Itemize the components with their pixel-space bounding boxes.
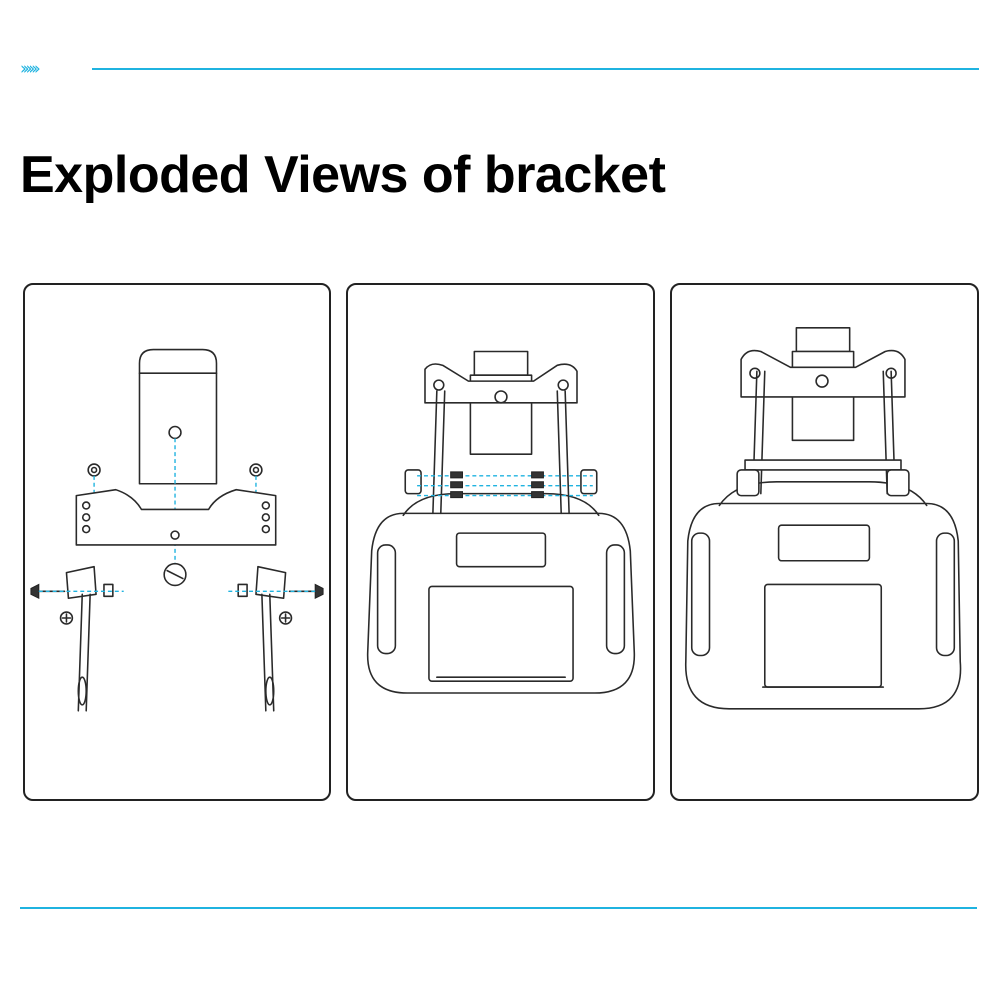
bracket-plate <box>740 349 906 398</box>
exploded-parts-illustration <box>30 348 324 712</box>
left-arm <box>432 390 446 515</box>
right-arm <box>261 593 275 712</box>
panel-full-assembly <box>670 283 979 801</box>
header-rule <box>92 68 979 70</box>
right-hinge <box>255 565 287 600</box>
nut-right <box>249 463 263 477</box>
full-assembly-illustration <box>685 327 962 710</box>
nut-left <box>87 463 101 477</box>
battery-cover <box>428 585 574 682</box>
page-title: Exploded Views of bracket <box>20 146 666 204</box>
left-arm <box>77 593 91 712</box>
footer-rule <box>20 907 977 909</box>
clamp-block <box>138 348 218 485</box>
partial-assembly-illustration <box>366 350 636 694</box>
washer-left <box>103 583 114 598</box>
bolt-left <box>30 583 40 600</box>
left-hinge <box>65 565 97 600</box>
battery-cover <box>763 583 883 688</box>
screw-right <box>278 611 293 625</box>
washer-right <box>237 583 248 598</box>
header-chevrons: ›››››› <box>20 59 41 79</box>
bolt-right <box>314 583 324 600</box>
crossbar <box>744 459 902 471</box>
panel-exploded-parts <box>23 283 331 801</box>
right-arm <box>556 390 570 515</box>
screw-left <box>59 611 74 625</box>
base-plate <box>75 488 277 546</box>
controller-screen <box>455 532 547 568</box>
controller-screen <box>777 524 871 562</box>
bracket-plate <box>424 363 578 404</box>
panel-partial-assembly <box>346 283 655 801</box>
